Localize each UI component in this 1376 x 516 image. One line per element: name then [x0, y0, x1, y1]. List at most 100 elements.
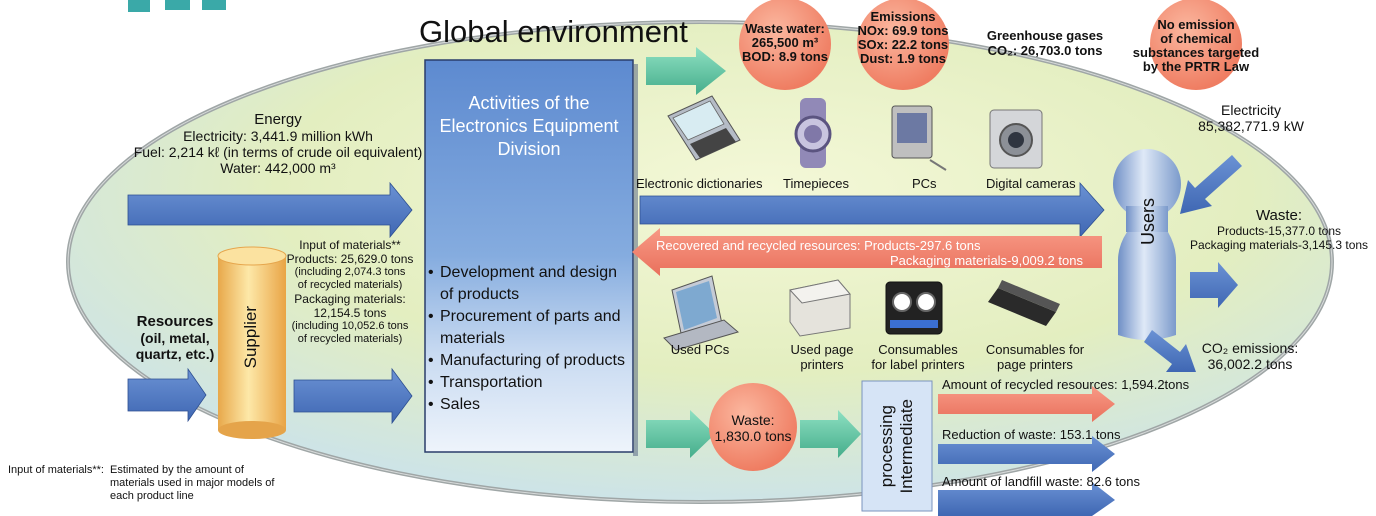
supplier-cylinder — [218, 256, 286, 430]
waste-circle-text: Waste: 1,830.0 tons — [709, 412, 797, 444]
activity-item: Sales — [428, 394, 633, 416]
energy-label: Energy Electricity: 3,441.9 million kWh … — [108, 111, 448, 177]
product-label: PCs — [912, 176, 937, 191]
user-waste: Waste: Products-15,377.0 tons Packaging … — [1184, 207, 1374, 253]
recovered-arrow — [632, 228, 1102, 276]
supplier-label: Supplier — [241, 306, 260, 369]
user-waste-heading: Waste: — [1255, 207, 1303, 224]
recovered-item-label: Consumables for page printers — [985, 342, 1085, 372]
electronic-dictionary-icon — [667, 95, 741, 161]
reduction-arrow — [938, 436, 1115, 472]
input-products-note1: (including 2,074.3 tons — [294, 266, 406, 278]
co2-arrow — [1144, 330, 1196, 372]
logo-fragment — [128, 0, 150, 12]
user-waste-packaging: Packaging materials-3,145.3 tons — [1189, 238, 1369, 252]
recycled-label: Amount of recycled resources: 1,594.2ton… — [942, 377, 1190, 392]
used-page-printer-icon — [789, 279, 851, 337]
emissions-line3: SOx: 22.2 tons — [857, 37, 949, 52]
input-packaging-note2: of recycled materials) — [297, 333, 403, 345]
output-arrow-top — [646, 47, 726, 95]
emissions-text: Emissions NOx: 69.9 tons SOx: 22.2 tons … — [848, 10, 958, 66]
prtr-line4: by the PRTR Law — [1142, 59, 1250, 74]
prtr-circle — [1150, 0, 1242, 90]
activities-list: Development and design of products Procu… — [428, 262, 633, 416]
resources-arrow — [127, 367, 207, 423]
ghg-line2: CO₂: 26,703.0 tons — [987, 43, 1103, 58]
energy-heading: Energy — [254, 111, 302, 128]
landfill-arrow — [938, 482, 1115, 516]
recovered-line2: Packaging materials-9,009.2 tons — [890, 253, 1083, 268]
page-title: Global environment — [419, 14, 688, 49]
users-label: Users — [1138, 198, 1158, 246]
input-packaging-value: 12,154.5 tons — [313, 306, 387, 320]
waste-water-text: Waste water: 265,500 m³ BOD: 8.9 tons — [729, 22, 841, 64]
waste-water-line3: BOD: 8.9 tons — [742, 49, 828, 64]
footnote-label: Input of materials**: — [8, 464, 104, 476]
emissions-line1: Emissions — [870, 9, 936, 24]
users-head — [1113, 149, 1181, 219]
activity-item: Procurement of parts and materials — [428, 306, 633, 350]
landfill-label: Amount of landfill waste: 82.6 tons — [942, 474, 1141, 489]
activity-item: Development and design of products — [428, 262, 633, 306]
intermediate-line1: Intermediate — [897, 398, 916, 494]
recovered-item-label: Consumables for label printers — [871, 342, 965, 372]
supplier-arrow — [293, 367, 413, 425]
user-electricity-heading: Electricity — [1221, 102, 1281, 118]
user-co2-value: 36,002.2 tons — [1207, 356, 1293, 372]
footnote-text: Estimated by the amount of materials use… — [110, 464, 310, 503]
activity-item: Transportation — [428, 372, 633, 394]
recovered-item-label: Used page printers — [790, 342, 854, 372]
product-label: Digital cameras — [986, 176, 1076, 191]
used-pc-icon — [663, 275, 740, 351]
user-electricity-value: 85,382,771.9 kW — [1198, 118, 1304, 134]
user-electricity: Electricity 85,382,771.9 kW — [1186, 102, 1316, 134]
user-waste-products: Products-15,377.0 tons — [1216, 224, 1342, 238]
electricity-arrow — [1180, 155, 1242, 214]
input-products-note2: of recycled materials) — [297, 279, 403, 291]
prtr-line1: No emission — [1157, 17, 1235, 32]
input-materials: Input of materials** Products: 25,629.0 … — [282, 238, 418, 346]
prtr-line2: of chemical — [1160, 31, 1232, 46]
page-printer-consumable-icon — [988, 280, 1060, 326]
input-products: Products: 25,629.0 tons — [286, 252, 414, 266]
product-label: Electronic dictionaries — [636, 176, 763, 191]
waste-water-line1: Waste water: — [745, 21, 825, 36]
activity-item: Manufacturing of products — [428, 350, 633, 372]
waste-arrow-right — [800, 410, 861, 458]
activities-title: Activities of the Electronics Equipment … — [439, 93, 619, 159]
waste-circle-line1: Waste: — [731, 412, 775, 428]
emissions-circle — [857, 0, 949, 90]
resources-line2: (oil, metal, — [140, 330, 210, 346]
recovered-item-label: Used PCs — [670, 342, 730, 357]
recycled-arrow — [938, 386, 1115, 422]
user-co2: CO₂ emissions: 36,002.2 tons — [1180, 340, 1320, 372]
emissions-line2: NOx: 69.9 tons — [857, 23, 949, 38]
waste-arrow — [1190, 262, 1238, 308]
energy-water: Water: 442,000 m³ — [220, 160, 336, 176]
waste-circle — [709, 383, 797, 471]
input-heading: Input of materials** — [299, 238, 401, 252]
waste-water-line2: 265,500 m³ — [751, 35, 819, 50]
waste-arrow-left — [646, 410, 715, 458]
emissions-line4: Dust: 1.9 tons — [860, 51, 946, 66]
energy-arrow — [127, 181, 413, 239]
resources-label: Resources (oil, metal, quartz, etc.) — [120, 313, 230, 363]
intermediate-box — [861, 380, 933, 512]
ghg-text: Greenhouse gases CO₂: 26,703.0 tons — [970, 28, 1120, 58]
input-packaging-note1: (including 10,052.6 tons — [291, 320, 409, 332]
input-packaging: Packaging materials: — [294, 292, 406, 306]
prtr-text: No emission of chemical substances targe… — [1130, 18, 1262, 74]
footnote-line3: each product line — [110, 490, 194, 502]
footnote-line1: Estimated by the amount of — [110, 464, 244, 476]
ghg-line1: Greenhouse gases — [986, 28, 1104, 43]
energy-electricity: Electricity: 3,441.9 million kWh — [183, 128, 373, 144]
energy-fuel: Fuel: 2,214 kℓ (in terms of crude oil eq… — [133, 144, 423, 160]
resources-line3: quartz, etc.) — [135, 346, 215, 362]
resources-line1: Resources — [136, 313, 214, 330]
label-printer-consumable-icon — [885, 281, 943, 335]
reduction-label: Reduction of waste: 153.1 tons — [942, 427, 1121, 442]
footnote-line2: materials used in major models of — [110, 477, 275, 489]
intermediate-line2: processing — [877, 404, 896, 488]
prtr-line3: substances targeted — [1132, 45, 1260, 60]
